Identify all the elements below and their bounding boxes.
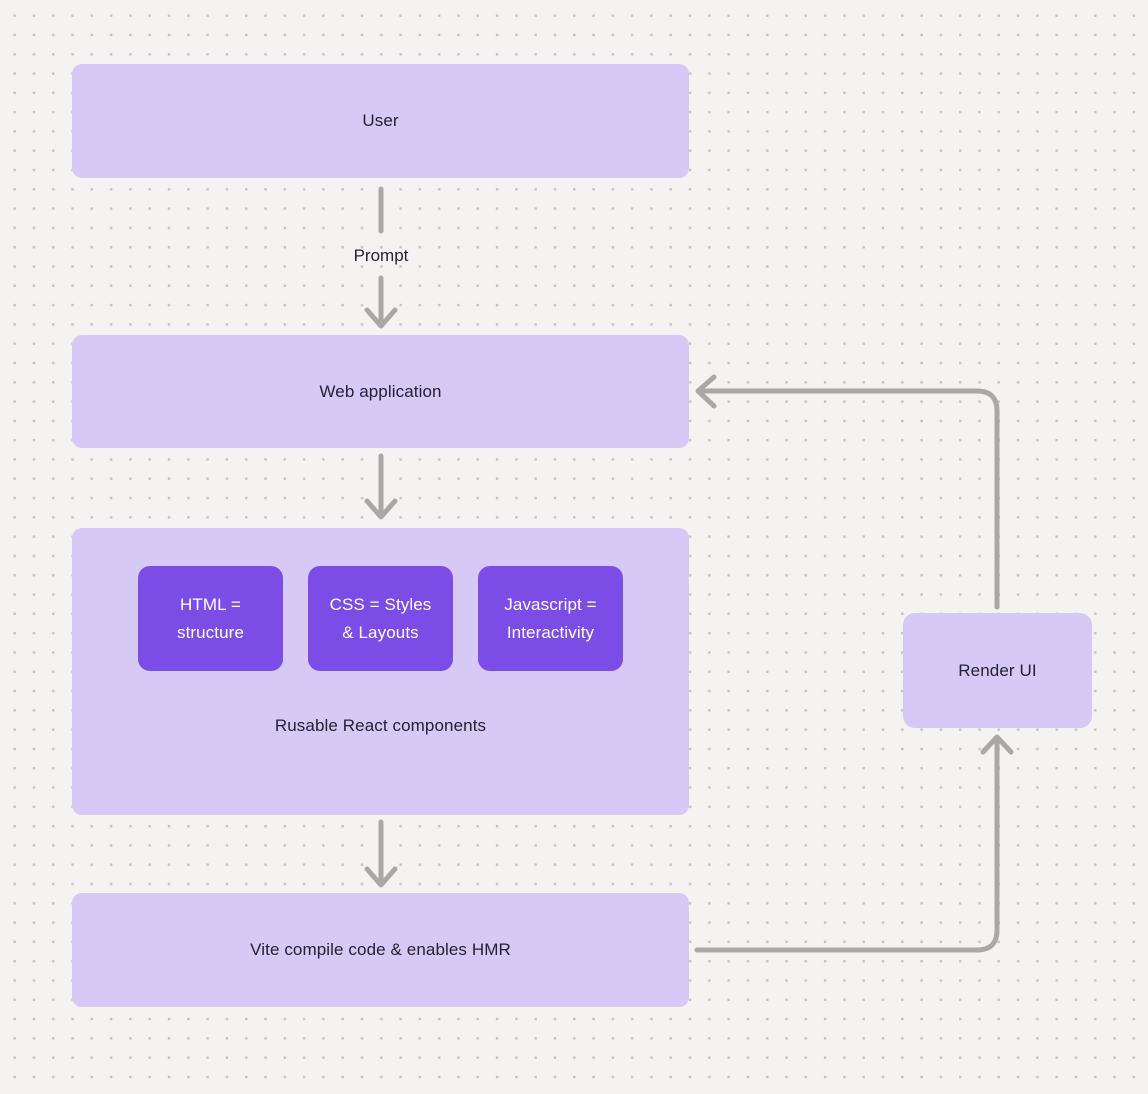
- connector-renderui-to-webapp: [695, 374, 1000, 610]
- node-web-application-label: Web application: [319, 381, 442, 401]
- node-vite[interactable]: Vite compile code & enables HMR: [72, 893, 689, 1007]
- node-web-application[interactable]: Web application: [72, 335, 689, 448]
- arrow-down-icon: [364, 275, 398, 329]
- chip-javascript-line1: Javascript =: [504, 594, 597, 614]
- chip-html[interactable]: HTML = structure: [138, 566, 283, 671]
- node-user[interactable]: User: [72, 64, 689, 178]
- arrow-down-icon: [364, 453, 398, 520]
- node-components-group[interactable]: HTML = structure CSS = Styles & Layouts …: [72, 528, 689, 815]
- arrow-down-icon: [364, 819, 398, 888]
- node-render-ui-label: Render UI: [958, 660, 1037, 680]
- chip-html-line1: HTML =: [180, 594, 241, 614]
- node-render-ui[interactable]: Render UI: [903, 613, 1092, 728]
- chip-css-line1: CSS = Styles: [329, 594, 432, 614]
- chip-javascript-line2: Interactivity: [506, 622, 595, 642]
- chip-javascript[interactable]: Javascript = Interactivity: [478, 566, 623, 671]
- chip-html-line2: structure: [176, 622, 245, 642]
- chip-css[interactable]: CSS = Styles & Layouts: [308, 566, 453, 671]
- edge-label-prompt: Prompt: [353, 246, 409, 265]
- node-vite-label: Vite compile code & enables HMR: [250, 940, 511, 959]
- node-user-label: User: [362, 111, 399, 130]
- connector-vite-to-renderui: [694, 734, 1014, 953]
- chip-css-line2: & Layouts: [342, 622, 419, 642]
- components-group-caption: Rusable React components: [274, 716, 487, 735]
